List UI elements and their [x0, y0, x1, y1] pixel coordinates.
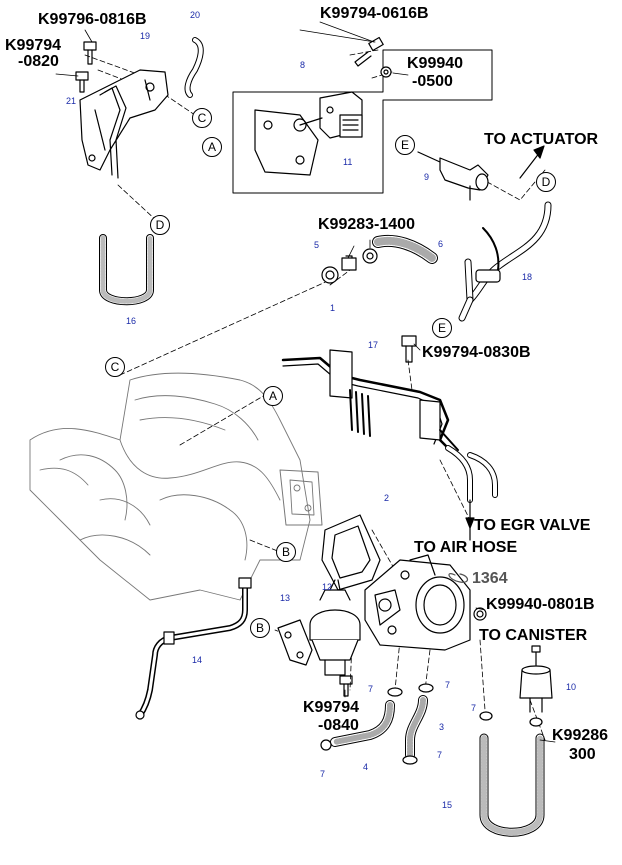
ref-number-10: 10 — [566, 682, 577, 692]
ref-number-7: 7 — [320, 769, 326, 779]
gasket-1364 — [449, 574, 468, 583]
valve-9 — [418, 152, 488, 200]
part-label-k99794-0820-line2: -0820 — [18, 53, 59, 70]
bolt-k99794-0830b — [402, 336, 416, 362]
bolt-k99794-0820 — [76, 72, 88, 92]
ref-number-16: 16 — [126, 316, 137, 326]
ref-number-1: 1 — [330, 303, 336, 313]
ref-number-4: 4 — [363, 762, 369, 772]
bolt-k99796-0816b — [84, 42, 96, 64]
part-label-k99940-0801b: K99940-0801B — [486, 596, 595, 613]
bracket-19 — [80, 70, 168, 178]
ref-number-5: 5 — [314, 240, 320, 250]
ref-number-17: 17 — [368, 340, 379, 350]
part-label-k99796-0816b: K99796-0816B — [38, 11, 147, 28]
ref-number-11: 11 — [343, 157, 353, 167]
actuator-12 — [310, 580, 360, 675]
engine-outline — [30, 373, 322, 600]
hose-16 — [103, 238, 150, 301]
callout-c: C — [192, 108, 212, 128]
ref-number-15: 15 — [442, 800, 453, 810]
part-label-k99283-1400: K99283-1400 — [318, 216, 415, 233]
clip-k99283-1400 — [363, 249, 377, 263]
callout-e: E — [395, 135, 415, 155]
part-label-k99286-line2: 300 — [569, 746, 596, 763]
item-8-box — [233, 50, 492, 193]
ref-number-3: 3 — [439, 722, 445, 732]
part-label-k99794-0840-line2: -0840 — [318, 717, 359, 734]
pipe-assembly-17 — [283, 350, 495, 500]
ref-number-18: 18 — [522, 272, 533, 282]
callout-c: C — [105, 357, 125, 377]
destination-to-air-hose: TO AIR HOSE — [414, 539, 518, 556]
part-label-k99794-0840-line1: K99794 — [303, 699, 360, 716]
ref-number-2: 2 — [384, 493, 390, 503]
part-label-k99794-0830b: K99794-0830B — [422, 344, 531, 361]
hose-18 — [462, 205, 548, 318]
clips-7 — [321, 684, 542, 764]
ref-number-7: 7 — [368, 684, 374, 694]
ref-number-13: 13 — [280, 593, 291, 603]
throttle-body — [365, 555, 470, 650]
callout-a: A — [202, 137, 222, 157]
callout-a: A — [263, 386, 283, 406]
nut-k99940-0801b — [474, 608, 486, 620]
destination-to-egr-valve: TO EGR VALVE — [474, 517, 591, 534]
part-label-k99940-0500-line1: K99940 — [407, 55, 464, 72]
ref-number-7: 7 — [445, 680, 451, 690]
ref-number-7: 7 — [437, 750, 443, 760]
callout-d: D — [150, 215, 170, 235]
destination-to-canister: TO CANISTER — [479, 627, 588, 644]
part-label-k99286-line1: K99286 — [552, 727, 609, 744]
bolt-k99794-0616b — [355, 38, 383, 66]
part-label-k99794-0820-line1: K99794 — [5, 37, 62, 54]
pipe-14 — [136, 578, 251, 719]
purge-valve-10 — [520, 646, 552, 712]
ref-number-8: 8 — [300, 60, 306, 70]
check-valve-5 — [342, 256, 356, 270]
ref-number-12: 12 — [322, 582, 333, 592]
part-label-1364: 1364 — [472, 570, 508, 587]
ref-number-9: 9 — [424, 172, 430, 182]
grommet-1 — [322, 267, 338, 283]
bolt-k99794-0840 — [340, 676, 352, 696]
ref-number-19: 19 — [140, 31, 151, 41]
hose-15 — [484, 738, 540, 832]
part-label-k99794-0616b: K99794-0616B — [320, 5, 429, 22]
nut-k99940-0500 — [381, 67, 391, 77]
bracket-13 — [278, 620, 312, 665]
callout-d: D — [536, 172, 556, 192]
callout-b: B — [250, 618, 270, 638]
ref-number-6: 6 — [438, 239, 444, 249]
gasket-2 — [322, 515, 380, 590]
destination-to-actuator: TO ACTUATOR — [484, 131, 599, 148]
ref-number-7: 7 — [471, 703, 477, 713]
ref-number-21: 21 — [66, 96, 77, 106]
ref-number-14: 14 — [192, 655, 203, 665]
callout-e: E — [432, 318, 452, 338]
ref-number-20: 20 — [190, 10, 201, 20]
part-label-k99940-0500-line2: -0500 — [412, 73, 453, 90]
solenoid-valve-8 — [255, 92, 362, 175]
arrow-to-actuator — [520, 152, 540, 178]
callout-b: B — [276, 542, 296, 562]
